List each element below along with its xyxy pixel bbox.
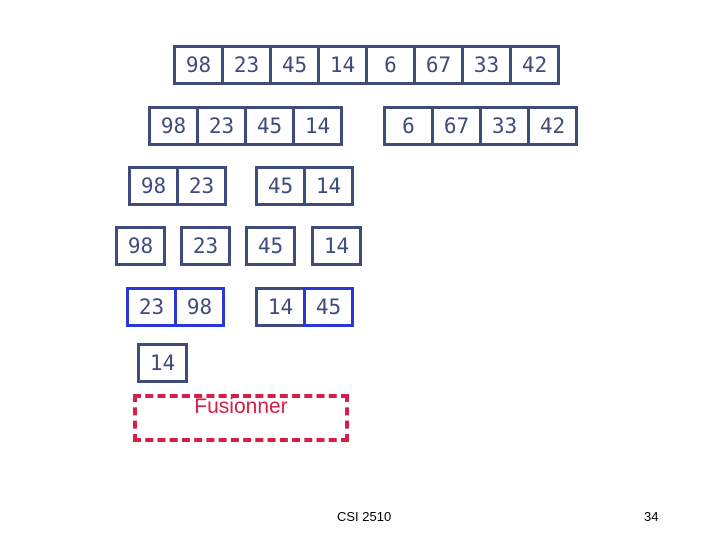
array-cell: 67 xyxy=(431,106,482,146)
array-cell: 45 xyxy=(255,166,306,206)
array-cell: 67 xyxy=(413,45,464,85)
array-cell: 23 xyxy=(180,226,231,266)
array-cell: 23 xyxy=(221,45,272,85)
array-cell: 98 xyxy=(128,166,179,206)
array-cell: 14 xyxy=(255,287,306,327)
array-cell: 33 xyxy=(479,106,530,146)
array-cell: 98 xyxy=(174,287,225,327)
array-cell: 45 xyxy=(244,106,295,146)
array-single-98: 98 xyxy=(115,226,166,266)
array-cell: 33 xyxy=(461,45,512,85)
array-merged-left: 23 98 xyxy=(126,287,225,327)
array-cell: 14 xyxy=(311,226,362,266)
array-single-45: 45 xyxy=(245,226,296,266)
array-quarter-1: 98 23 xyxy=(128,166,227,206)
array-result: 14 xyxy=(137,343,188,383)
footer-page-number: 34 xyxy=(644,509,659,524)
array-cell: 23 xyxy=(126,287,177,327)
merge-label-box: Fusionner xyxy=(133,394,349,442)
array-cell: 42 xyxy=(527,106,578,146)
array-cell: 98 xyxy=(148,106,199,146)
array-right-half: 6 67 33 42 xyxy=(383,106,578,146)
array-cell: 14 xyxy=(317,45,368,85)
array-cell: 14 xyxy=(137,343,188,383)
array-cell: 45 xyxy=(303,287,354,327)
merge-label: Fusionner xyxy=(194,395,288,418)
array-cell: 23 xyxy=(196,106,247,146)
array-single-23: 23 xyxy=(180,226,231,266)
array-cell: 42 xyxy=(509,45,560,85)
array-cell: 14 xyxy=(292,106,343,146)
array-left-half: 98 23 45 14 xyxy=(148,106,343,146)
array-merged-right: 14 45 xyxy=(255,287,354,327)
array-cell: 98 xyxy=(173,45,224,85)
array-cell: 6 xyxy=(365,45,416,85)
array-full: 98 23 45 14 6 67 33 42 xyxy=(173,45,560,85)
array-cell: 45 xyxy=(245,226,296,266)
array-cell: 6 xyxy=(383,106,434,146)
array-cell: 23 xyxy=(176,166,227,206)
array-single-14: 14 xyxy=(311,226,362,266)
array-cell: 45 xyxy=(269,45,320,85)
array-cell: 98 xyxy=(115,226,166,266)
footer-course: CSI 2510 xyxy=(337,509,392,524)
array-cell: 14 xyxy=(303,166,354,206)
array-quarter-2: 45 14 xyxy=(255,166,354,206)
